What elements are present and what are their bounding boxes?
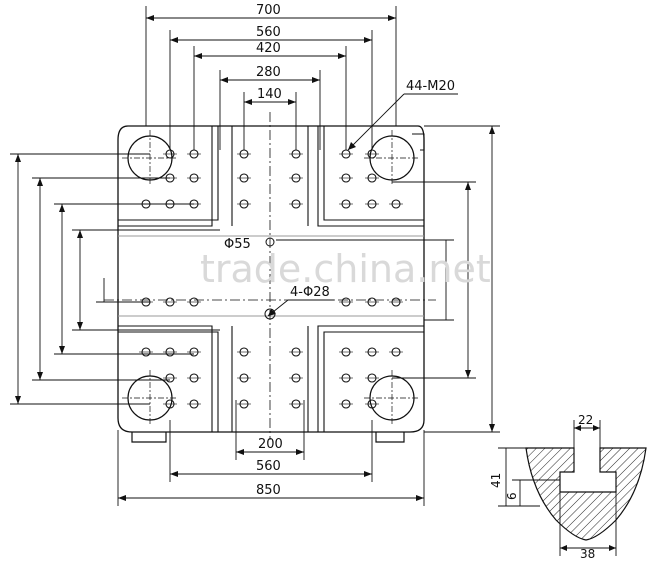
leader-arrow-2 [268,309,276,316]
t-slot-detail: 22 41 6 38 [489,413,647,561]
thread-hole-label: 44-M20 [406,79,455,94]
dim-560-top: 560 [256,25,281,40]
dim-850: 850 [256,483,281,498]
section-body [525,447,647,541]
top-dim-arrows [146,15,396,105]
right-dim-arrows [465,126,495,432]
watermark-text: trade.china.net [200,247,491,291]
dim-700: 700 [256,3,281,18]
detail-arrows [560,425,616,551]
tie-bar-centerlines [122,130,420,426]
center-hole-label: Φ55 [224,237,251,252]
dim-6: 6 [505,492,519,500]
centerlines [104,112,436,440]
left-dimensions [10,153,220,405]
detail-dimensions [498,420,617,556]
leader-lines [267,93,458,317]
dim-140: 140 [257,87,282,102]
dim-38: 38 [580,547,595,561]
right-dimensions [276,125,500,433]
top-dimensions [145,6,397,150]
location-hole-label: 4-Φ28 [290,285,330,300]
dim-560-bottom: 560 [256,459,281,474]
t-slot-outlines [118,126,424,432]
left-dim-arrows [15,154,83,404]
dim-22: 22 [578,413,593,427]
dim-420: 420 [256,41,281,56]
platen-feet [131,432,405,443]
top-tab [412,133,425,151]
dim-280: 280 [256,65,281,80]
dim-200: 200 [258,437,283,452]
bottom-dimensions [117,400,425,506]
bottom-dim-arrows [118,449,424,501]
dim-41: 41 [489,473,503,488]
leader-arrow [348,142,356,150]
platen-outline [117,125,425,433]
